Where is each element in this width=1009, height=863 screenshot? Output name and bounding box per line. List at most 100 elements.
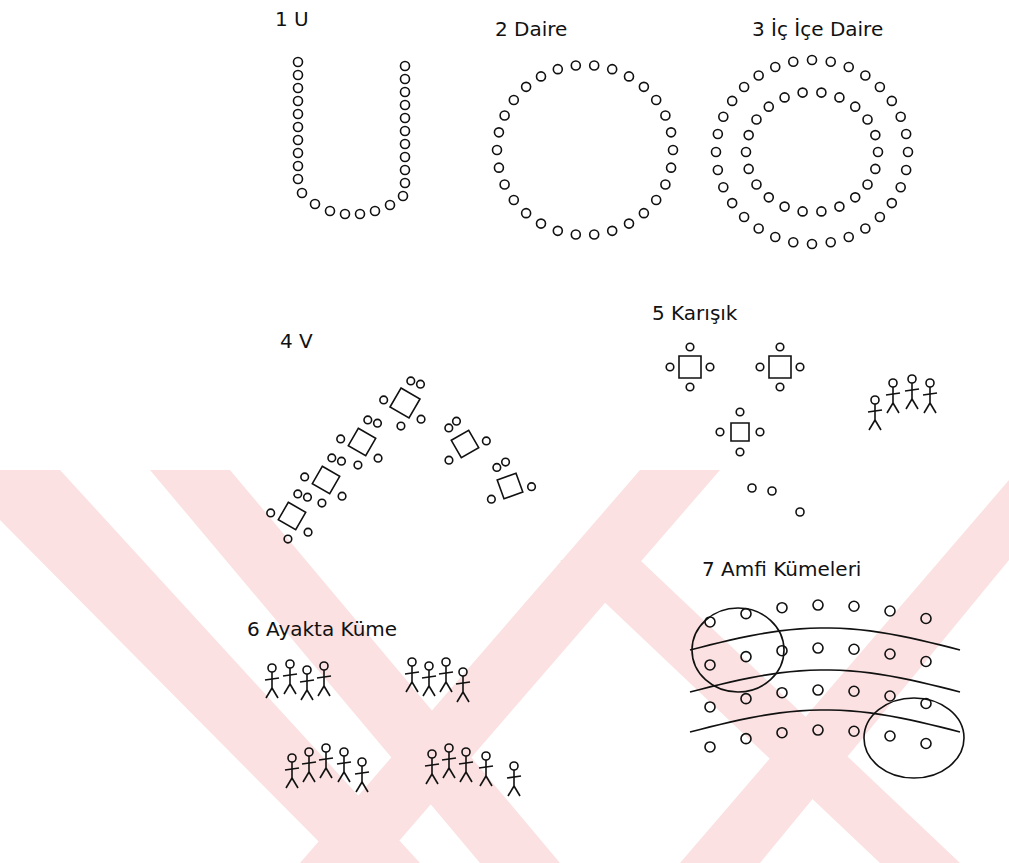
person-leg xyxy=(480,776,486,786)
layout-label: 3 İç İçe Daire xyxy=(752,18,883,40)
chair-circle xyxy=(374,454,382,462)
chair-circle xyxy=(354,461,362,469)
chair-circle xyxy=(483,437,491,445)
person-leg xyxy=(508,786,514,796)
person-leg xyxy=(318,686,324,696)
chair-circle xyxy=(849,601,859,611)
person-body xyxy=(448,752,450,768)
chair-circle xyxy=(780,93,789,102)
chair-circle xyxy=(902,130,911,139)
chair-circle xyxy=(494,163,503,172)
chair-circle xyxy=(713,130,722,139)
chair-circle xyxy=(522,82,531,91)
person-head xyxy=(428,750,436,758)
person-leg xyxy=(460,772,466,782)
person-body xyxy=(431,758,433,774)
chair-circle xyxy=(294,149,303,158)
person-body xyxy=(892,387,894,403)
chair-circle xyxy=(896,183,905,192)
chair-circle xyxy=(401,166,410,175)
person-body xyxy=(411,666,413,682)
chair-circle xyxy=(639,209,648,218)
person-head xyxy=(510,762,518,770)
chair-circle xyxy=(771,232,780,241)
person-leg xyxy=(284,684,290,694)
chair-circle xyxy=(777,603,787,613)
table-square xyxy=(497,473,523,499)
person-leg xyxy=(875,420,881,430)
person-head xyxy=(305,748,313,756)
table-square xyxy=(348,428,375,455)
person-leg xyxy=(362,782,368,792)
chair-circle xyxy=(885,731,895,741)
chair-circle xyxy=(705,660,715,670)
chair-circle xyxy=(284,535,292,543)
chair-circle xyxy=(661,180,670,189)
person-leg xyxy=(463,692,469,702)
layout-label: 6 Ayakta Küme xyxy=(247,618,397,640)
chair-circle xyxy=(796,363,804,371)
chair-circle xyxy=(304,528,312,536)
layout-label: 1 U xyxy=(275,8,309,30)
chair-circle xyxy=(502,458,510,466)
person-body xyxy=(271,672,273,688)
person-leg xyxy=(869,420,875,430)
chair-circle xyxy=(341,210,350,219)
chair-circle xyxy=(625,219,634,228)
table-square xyxy=(312,466,339,493)
chair-circle xyxy=(777,728,787,738)
chair-circle xyxy=(835,202,844,211)
chair-circle xyxy=(740,82,749,91)
chair-circle xyxy=(318,499,326,507)
person-arms xyxy=(300,680,314,682)
chair-circle xyxy=(776,383,784,391)
chair-circle xyxy=(904,148,913,157)
chair-circle xyxy=(835,93,844,102)
chair-circle xyxy=(509,96,518,105)
chair-circle xyxy=(861,224,870,233)
chair-circle xyxy=(741,734,751,744)
chair-circle xyxy=(294,123,303,132)
person-leg xyxy=(303,772,309,782)
chair-circle xyxy=(826,238,835,247)
person-leg xyxy=(426,774,432,784)
chair-circle xyxy=(798,88,807,97)
chair-circle xyxy=(571,230,580,239)
person-arms xyxy=(265,678,279,680)
watermark-band xyxy=(300,470,720,863)
chair-circle xyxy=(294,110,303,119)
chair-circle xyxy=(401,140,410,149)
chair-circle xyxy=(849,726,859,736)
chair-circle xyxy=(500,180,509,189)
chair-circle xyxy=(713,165,722,174)
person-arms xyxy=(923,393,937,395)
chair-circle xyxy=(553,65,562,74)
watermark xyxy=(0,470,1009,863)
person-leg xyxy=(443,768,449,778)
chair-circle xyxy=(338,492,346,500)
person-leg xyxy=(466,772,472,782)
chair-circle xyxy=(871,131,880,140)
person-leg xyxy=(344,772,350,782)
person-body xyxy=(289,668,291,684)
chair-circle xyxy=(885,649,895,659)
chair-circle xyxy=(667,163,676,172)
person-leg xyxy=(326,768,332,778)
person-arms xyxy=(337,762,351,764)
chair-circle xyxy=(328,454,336,462)
chair-circle xyxy=(817,207,826,216)
person-body xyxy=(513,770,515,786)
chair-circle xyxy=(661,111,670,120)
chair-circle xyxy=(294,175,303,184)
chair-circle xyxy=(304,493,312,501)
chair-circle xyxy=(712,148,721,157)
chair-circle xyxy=(669,146,678,155)
person-head xyxy=(408,658,416,666)
row-line xyxy=(690,710,960,732)
chair-circle xyxy=(686,343,694,351)
chair-circle xyxy=(776,343,784,351)
chair-circle xyxy=(639,82,648,91)
person-head xyxy=(442,658,450,666)
table-square xyxy=(278,502,305,529)
row-line xyxy=(690,670,960,692)
